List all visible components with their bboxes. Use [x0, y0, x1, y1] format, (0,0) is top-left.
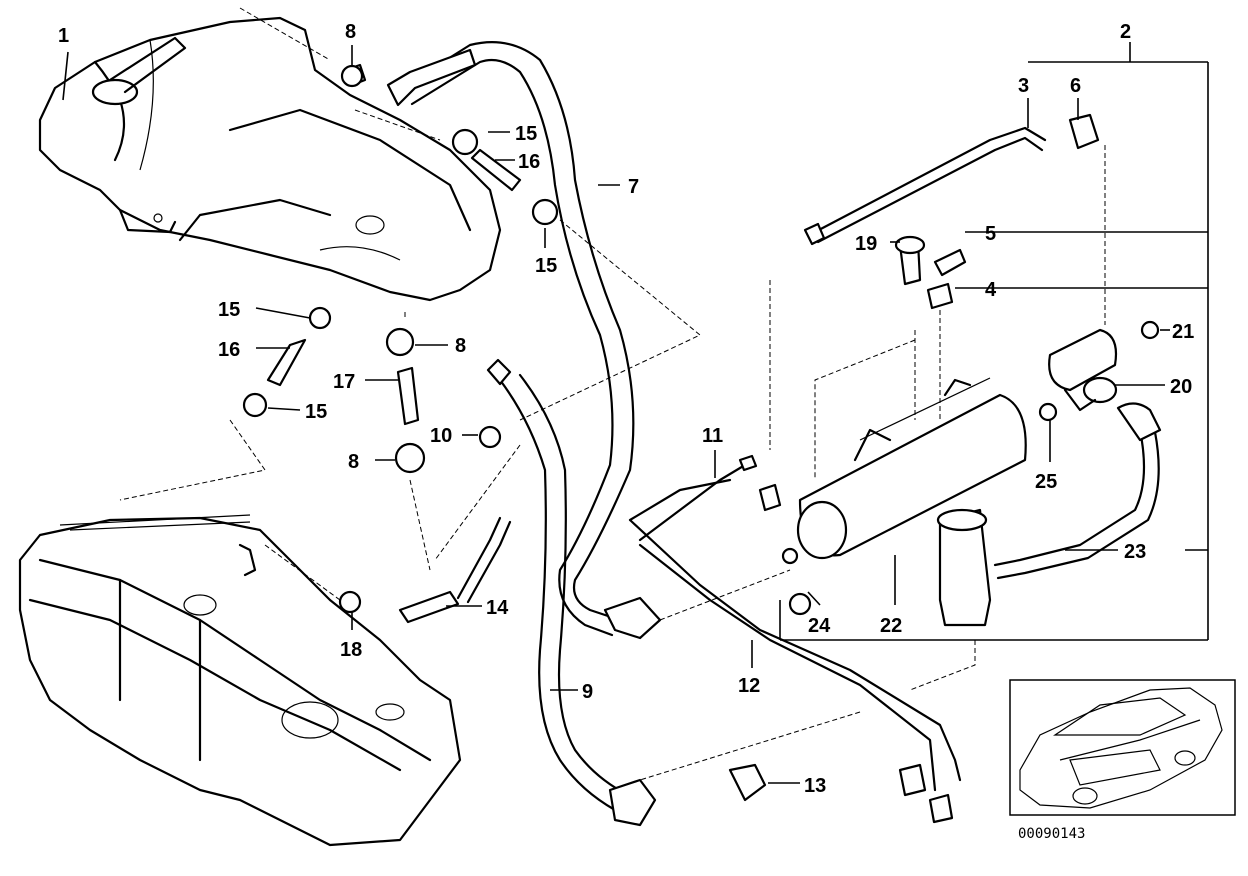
hose-9 — [486, 358, 630, 812]
callout-23: 23 — [1124, 541, 1146, 563]
callout-18: 18 — [340, 639, 362, 661]
callout-25: 25 — [1035, 471, 1057, 493]
fuel-tank-upper — [38, 16, 502, 302]
callout-7: 7 — [628, 176, 639, 198]
callout-22: 22 — [880, 615, 902, 637]
callout-16-left: 16 — [218, 339, 240, 361]
callout-19: 19 — [855, 233, 877, 255]
fittings — [242, 63, 1160, 827]
valve-20 — [1048, 328, 1118, 412]
callout-4: 4 — [985, 279, 997, 301]
callout-10: 10 — [430, 425, 452, 447]
callout-1: 1 — [58, 25, 69, 47]
air-filter-housing — [936, 508, 992, 627]
hose-23 — [993, 402, 1162, 580]
pipe-12 — [628, 478, 962, 824]
hose-7 — [386, 41, 635, 637]
callout-15-top: 15 — [515, 123, 537, 145]
callout-14: 14 — [486, 597, 509, 619]
callout-12: 12 — [738, 675, 760, 697]
callout-8-mid: 8 — [455, 335, 466, 357]
callout-6: 6 — [1070, 75, 1081, 97]
callout-24: 24 — [808, 615, 831, 637]
vehicle-thumbnail: 00090143 — [1009, 679, 1236, 842]
callout-17: 17 — [333, 371, 355, 393]
callout-15-mid: 15 — [535, 255, 557, 277]
line-11 — [638, 454, 758, 542]
charcoal-canister — [796, 377, 1027, 560]
callout-21: 21 — [1172, 321, 1194, 343]
pipe-3 — [803, 126, 1047, 246]
callout-15-low: 15 — [305, 401, 327, 423]
callout-3: 3 — [1018, 75, 1029, 97]
callout-9: 9 — [582, 681, 593, 703]
fuel-tank-lower — [18, 514, 462, 847]
callout-8-top: 8 — [345, 21, 356, 43]
callout-15-left: 15 — [218, 299, 240, 321]
callout-16-top: 16 — [518, 151, 540, 173]
figure-code: 00090143 — [1018, 826, 1085, 842]
callout-13: 13 — [804, 775, 826, 797]
callout-5: 5 — [985, 223, 996, 245]
leader-lines — [62, 42, 1209, 784]
callouts: 1 2 3 6 8 15 16 7 15 19 5 4 15 16 8 21 1… — [58, 21, 1194, 797]
callout-2: 2 — [1120, 21, 1131, 43]
assembly-guide-lines — [119, 7, 1106, 781]
callout-8-low: 8 — [348, 451, 359, 473]
callout-20: 20 — [1170, 376, 1192, 398]
callout-11: 11 — [702, 425, 723, 447]
